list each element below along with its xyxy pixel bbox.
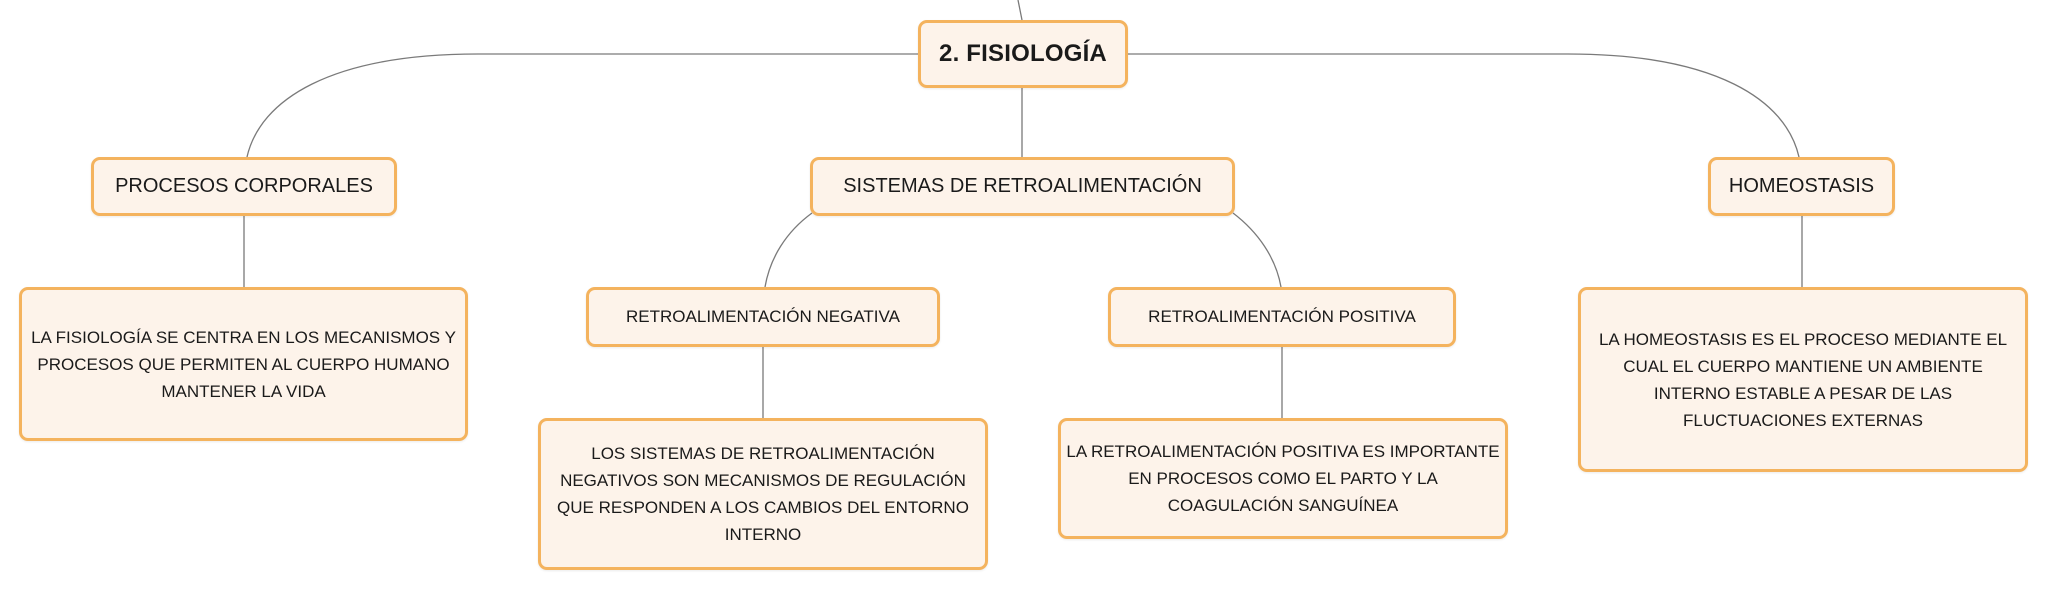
- node-procesos-corporales[interactable]: PROCESOS CORPORALES: [91, 157, 397, 216]
- node-homeostasis-description[interactable]: LA HOMEOSTASIS ES EL PROCESO MEDIANTE EL…: [1578, 287, 2028, 472]
- connector-root-parent: [1017, 0, 1023, 21]
- node-sistemas-retroalimentacion-label: SISTEMAS DE RETROALIMENTACIÓN: [843, 175, 1202, 197]
- node-retroalimentacion-negativa-label: RETROALIMENTACIÓN NEGATIVA: [626, 307, 900, 326]
- node-procesos-corporales-label: PROCESOS CORPORALES: [115, 175, 373, 197]
- root-node[interactable]: 2. FISIOLOGÍA: [918, 20, 1128, 88]
- node-positiva-description[interactable]: LA RETROALIMENTACIÓN POSITIVA ES IMPORTA…: [1058, 418, 1508, 539]
- node-procesos-description[interactable]: LA FISIOLOGÍA SE CENTRA EN LOS MECANISMO…: [19, 287, 468, 441]
- connector-root-homeostasis: [1128, 53, 1800, 158]
- node-negativa-description[interactable]: LOS SISTEMAS DE RETROALIMENTACIÓN NEGATI…: [538, 418, 988, 570]
- connector-sistemas-negativa: [764, 212, 813, 288]
- connector-sistemas-positiva: [1232, 212, 1282, 288]
- node-retroalimentacion-negativa[interactable]: RETROALIMENTACIÓN NEGATIVA: [586, 287, 940, 347]
- root-node-label: 2. FISIOLOGÍA: [939, 40, 1107, 67]
- node-positiva-description-text: LA RETROALIMENTACIÓN POSITIVA ES IMPORTA…: [1066, 442, 1500, 515]
- node-homeostasis-label: HOMEOSTASIS: [1728, 175, 1875, 197]
- node-homeostasis-description-text: LA HOMEOSTASIS ES EL PROCESO MEDIANTE EL…: [1598, 329, 2008, 430]
- connector-root-procesos: [246, 53, 918, 158]
- node-sistemas-retroalimentacion[interactable]: SISTEMAS DE RETROALIMENTACIÓN: [810, 157, 1235, 216]
- node-procesos-description-text: LA FISIOLOGÍA SE CENTRA EN LOS MECANISMO…: [31, 327, 456, 401]
- node-negativa-description-text: LOS SISTEMAS DE RETROALIMENTACIÓN NEGATI…: [557, 444, 969, 544]
- node-retroalimentacion-positiva[interactable]: RETROALIMENTACIÓN POSITIVA: [1108, 287, 1456, 347]
- node-homeostasis[interactable]: HOMEOSTASIS: [1708, 157, 1895, 216]
- node-retroalimentacion-positiva-label: RETROALIMENTACIÓN POSITIVA: [1148, 307, 1416, 326]
